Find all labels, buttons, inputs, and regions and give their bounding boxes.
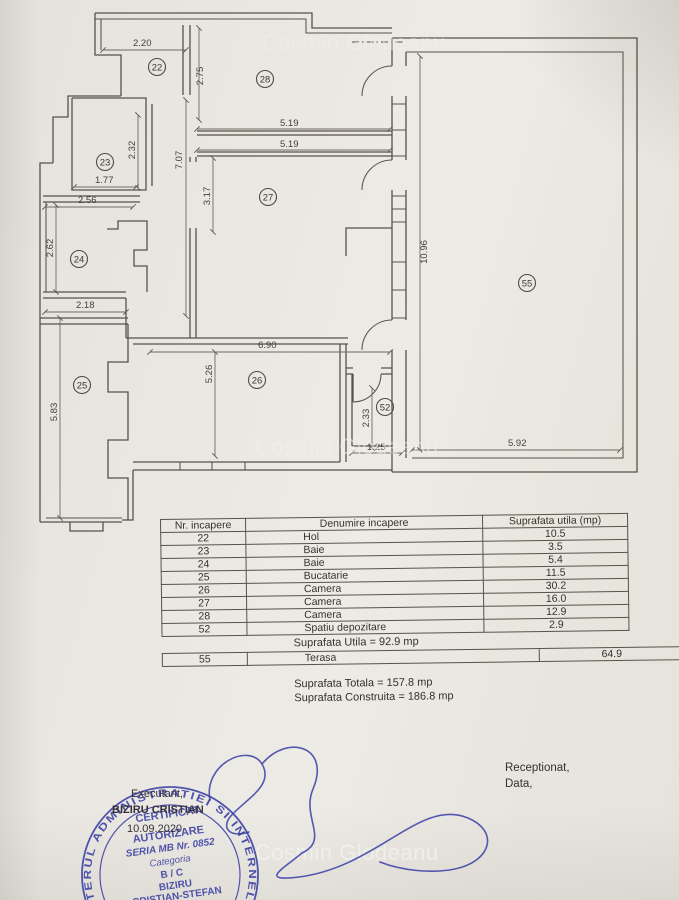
svg-text:26: 26 bbox=[252, 376, 263, 387]
room-area-table: Nr. incapere Denumire incapere Suprafata… bbox=[160, 513, 630, 637]
dim-label-2-33: 2.33 bbox=[361, 409, 372, 428]
svg-text:24: 24 bbox=[74, 255, 85, 266]
dim-label-2-20: 2.20 bbox=[133, 38, 152, 49]
room-labels: 22 28 23 27 24 25 26 52 55 bbox=[69, 57, 537, 417]
dim-label-3-17: 3.17 bbox=[202, 187, 213, 206]
room-label-52: 52 bbox=[375, 397, 395, 417]
stamp-categoria-label: Categoria bbox=[149, 853, 191, 870]
watermark: Cosmin Glodeanu bbox=[255, 840, 439, 865]
area-summary-block: Nr. incapere Denumire incapere Suprafata… bbox=[160, 513, 679, 707]
terasa-table: 55 Terasa 64.9 bbox=[162, 646, 679, 667]
floor-plan: 2.20 2.75 5.19 5.19 7.07 3.17 2.32 1.77 … bbox=[39, 12, 638, 532]
dim-label-10-96: 10.96 bbox=[419, 240, 430, 264]
svg-text:22: 22 bbox=[152, 63, 163, 74]
stamp-name-line2: CRISTIAN-STEFAN bbox=[132, 885, 223, 900]
dim-label-5-19a: 5.19 bbox=[280, 118, 299, 129]
table-row: 55 Terasa 64.9 bbox=[162, 646, 679, 667]
svg-text:23: 23 bbox=[100, 158, 111, 169]
svg-text:27: 27 bbox=[263, 193, 274, 204]
dim-label-7-07: 7.07 bbox=[174, 151, 185, 170]
dim-label-2-62: 2.62 bbox=[45, 239, 56, 258]
dim-label-5-83: 5.83 bbox=[49, 403, 60, 422]
walls-inner bbox=[45, 18, 624, 519]
window-bars bbox=[179, 103, 406, 470]
executant-label: Executant, bbox=[131, 788, 183, 800]
watermark: Cosmin Glodeanu bbox=[262, 30, 446, 55]
stamp-ring-text: MINISTERUL ADMINISTRATIEI SI INTERNELOR bbox=[71, 776, 266, 900]
dimension-lines: 2.20 2.75 5.19 5.19 7.07 3.17 2.32 1.77 … bbox=[41, 24, 624, 522]
round-stamp: MINISTERUL ADMINISTRATIEI SI INTERNELOR … bbox=[71, 776, 266, 900]
sign-off-block: Receptionat, Data, bbox=[505, 761, 570, 792]
walls-interior bbox=[40, 25, 407, 520]
room-label-23: 23 bbox=[95, 152, 115, 172]
stamp-name-line1: BIZIRU bbox=[158, 878, 193, 894]
stamp-categoria-value: B / C bbox=[160, 867, 184, 881]
room-label-28: 28 bbox=[255, 69, 275, 89]
svg-text:52: 52 bbox=[380, 403, 391, 414]
room-label-24: 24 bbox=[69, 249, 89, 269]
room-label-55: 55 bbox=[517, 273, 537, 293]
room-label-26: 26 bbox=[247, 370, 267, 390]
stamp-certificat: CERTIFICAT bbox=[135, 804, 201, 825]
dim-label-2-56: 2.56 bbox=[78, 195, 97, 206]
dim-label-2-75: 2.75 bbox=[195, 67, 206, 86]
receptionat-label: Receptionat, bbox=[505, 762, 570, 774]
dim-label-2-18: 2.18 bbox=[76, 300, 95, 311]
stamp-autorizare: AUTORIZARE bbox=[132, 824, 205, 846]
dim-label-1-77: 1.77 bbox=[95, 175, 114, 186]
executant-date: 10.09.2020 bbox=[127, 823, 182, 835]
stamp-seria: SERIA MB Nr. 0852 bbox=[125, 836, 216, 859]
svg-text:25: 25 bbox=[77, 381, 88, 392]
room-label-22: 22 bbox=[147, 57, 167, 77]
dim-label-5-19b: 5.19 bbox=[280, 139, 299, 150]
totals-block: Suprafata Totala = 157.8 mp Suprafata Co… bbox=[294, 674, 624, 705]
dim-label-6-90: 6.90 bbox=[258, 340, 277, 351]
signature bbox=[208, 746, 489, 879]
header-nr: Nr. incapere bbox=[160, 518, 246, 533]
svg-text:55: 55 bbox=[522, 279, 533, 290]
room-label-25: 25 bbox=[72, 375, 92, 395]
walls-outer bbox=[39, 12, 638, 532]
door-arcs bbox=[352, 65, 393, 403]
printed-executant-text: Executant, BIZIRU CRISTIAN 10.09.2020 bbox=[112, 788, 204, 835]
dim-label-5-92: 5.92 bbox=[508, 438, 527, 449]
dim-label-1-25: 1.25 bbox=[367, 442, 386, 453]
svg-text:28: 28 bbox=[260, 75, 271, 86]
executant-name: BIZIRU CRISTIAN bbox=[112, 804, 204, 816]
dim-label-5-26: 5.26 bbox=[204, 365, 215, 384]
dim-label-2-32: 2.32 bbox=[127, 141, 138, 160]
watermark: Cosmin Glodeanu bbox=[255, 434, 439, 459]
room-label-27: 27 bbox=[258, 187, 278, 207]
data-label: Data, bbox=[505, 777, 533, 790]
